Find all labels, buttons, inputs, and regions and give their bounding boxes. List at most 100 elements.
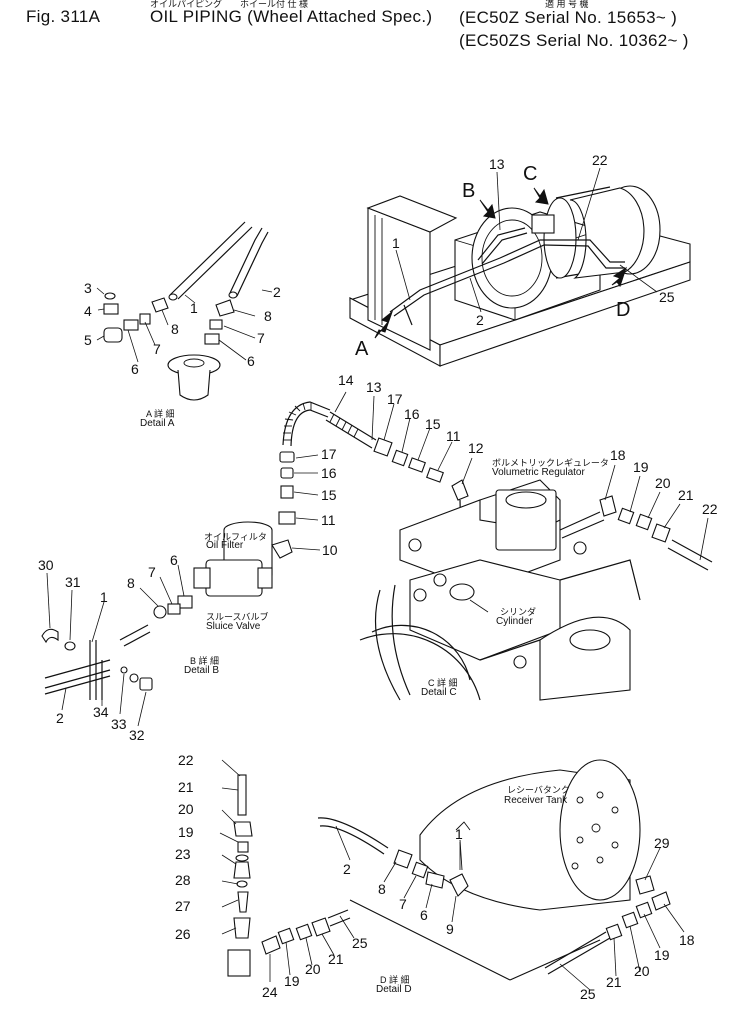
callout-a-8-right: 8: [264, 308, 272, 324]
callout-b-7: 7: [148, 564, 156, 580]
callout-d-1: 1: [455, 826, 463, 842]
detail-c-caption: Detail C: [421, 687, 457, 698]
callout-c-19: 19: [633, 459, 649, 475]
callout-b-31: 31: [65, 574, 81, 590]
callout-d-28: 28: [175, 872, 191, 888]
cylinder-jp: シリンダ: [500, 607, 537, 617]
figure-title: OIL PIPING (Wheel Attached Spec.): [150, 7, 433, 26]
oil-filter-jp: オイルフィルタ: [204, 532, 267, 542]
detail-b-drawing: [41, 401, 331, 727]
callout-b-1: 1: [100, 589, 108, 605]
serial-line-1: (EC50Z Serial No. 15653~ ): [459, 8, 678, 27]
jp-title: オイルパイピング ホイール付 仕 様: [150, 0, 309, 9]
callout-d-21: 21: [178, 779, 194, 795]
callout-c-11: 11: [446, 428, 461, 444]
detail-a-caption: Detail A: [140, 418, 175, 429]
callout-c-17b: 17: [321, 446, 337, 462]
callout-d-21b: 21: [328, 951, 344, 967]
callout-c-15b: 15: [321, 487, 337, 503]
callout-d-25: 25: [352, 935, 368, 951]
detail-a-drawing: [96, 221, 273, 401]
callout-c-11b: 11: [321, 512, 336, 528]
callout-d-6: 6: [420, 907, 428, 923]
machine-overview: [349, 167, 691, 367]
callout-d-8: 8: [378, 881, 386, 897]
callout-a-8-left: 8: [171, 321, 179, 337]
callout-d-24: 24: [262, 984, 278, 1000]
detail-d-drawing: [219, 759, 685, 991]
jp-serial-label: 適 用 号 機: [545, 0, 589, 9]
callout-d-20b: 20: [305, 961, 321, 977]
callout-overview-13: 13: [489, 156, 505, 172]
callout-d-19: 19: [178, 824, 194, 840]
detail-d-caption: Detail D: [376, 984, 412, 995]
callout-d-2: 2: [343, 861, 351, 877]
detail-c-jp: C 詳 細: [428, 678, 458, 688]
callout-c-10: 10: [322, 542, 338, 558]
view-letter-b: B: [462, 180, 475, 202]
callout-d-19b: 19: [284, 973, 300, 989]
callout-overview-25: 25: [659, 289, 675, 305]
callout-d-22: 22: [178, 752, 194, 768]
callout-d-29: 29: [654, 835, 670, 851]
callout-b-34: 34: [93, 704, 109, 720]
callout-c-14: 14: [338, 372, 354, 388]
sluice-valve-label: Sluice Valve: [206, 621, 261, 632]
view-letter-c: C: [523, 163, 537, 185]
callout-b-8: 8: [127, 575, 135, 591]
callout-c-20: 20: [655, 475, 671, 491]
callout-d-20c: 20: [634, 963, 650, 979]
callout-c-16b: 16: [321, 465, 337, 481]
view-letter-d: D: [616, 299, 630, 321]
callout-d-19c: 19: [654, 947, 670, 963]
callout-a-3: 3: [84, 280, 92, 296]
callout-b-30: 30: [38, 557, 54, 573]
volumetric-regulator-jp: ボルメトリックレギュレータ: [492, 458, 609, 468]
callout-c-12: 12: [468, 440, 484, 456]
detail-b-jp: B 詳 細: [190, 656, 220, 666]
callout-b-33: 33: [111, 716, 127, 732]
callout-a-2: 2: [273, 284, 281, 300]
callout-c-13: 13: [366, 379, 382, 395]
figure-number: Fig. 311A: [26, 7, 101, 26]
callout-c-22: 22: [702, 501, 718, 517]
oil-filter-label: Oil Filter: [206, 540, 244, 551]
callout-d-23: 23: [175, 846, 191, 862]
detail-a-jp: A 詳 細: [146, 409, 175, 419]
cylinder-label: Cylinder: [496, 616, 533, 627]
callout-numbers: 1 2 13 22 25 1 2 3 4 5 6 7 8 6 7 8 30 31…: [38, 152, 718, 1002]
callout-a-4: 4: [84, 303, 92, 319]
detail-b-caption: Detail B: [184, 665, 220, 676]
callout-d-27: 27: [175, 898, 191, 914]
callout-overview-1: 1: [392, 235, 400, 251]
volumetric-regulator-label: Volumetric Regulator: [492, 467, 585, 478]
callout-c-18: 18: [610, 447, 626, 463]
callout-d-7: 7: [399, 896, 407, 912]
callout-overview-2: 2: [476, 312, 484, 328]
callout-b-6: 6: [170, 552, 178, 568]
callout-c-16: 16: [404, 406, 420, 422]
callout-overview-22: 22: [592, 152, 608, 168]
callout-d-18: 18: [679, 932, 695, 948]
callout-a-1: 1: [190, 300, 198, 316]
callout-b-32: 32: [129, 727, 145, 743]
callout-a-6-left: 6: [131, 361, 139, 377]
view-letter-a: A: [355, 338, 369, 360]
detail-d-jp: D 詳 細: [380, 975, 410, 985]
callout-a-7-left: 7: [153, 341, 161, 357]
callout-a-6-right: 6: [247, 353, 255, 369]
sluice-valve-jp: スルースバルブ: [206, 612, 269, 622]
serial-line-2: (EC50ZS Serial No. 10362~ ): [459, 31, 689, 50]
callout-d-21c: 21: [606, 974, 622, 990]
callout-c-21: 21: [678, 487, 694, 503]
receiver-tank-jp: レシーバタンク: [507, 785, 570, 795]
callout-c-17: 17: [387, 391, 403, 407]
callout-d-26: 26: [175, 926, 191, 942]
callout-d-20: 20: [178, 801, 194, 817]
callout-b-2: 2: [56, 710, 64, 726]
receiver-tank-label: Receiver Tank: [504, 795, 568, 806]
callout-d-9: 9: [446, 921, 454, 937]
callout-c-15: 15: [425, 416, 441, 432]
